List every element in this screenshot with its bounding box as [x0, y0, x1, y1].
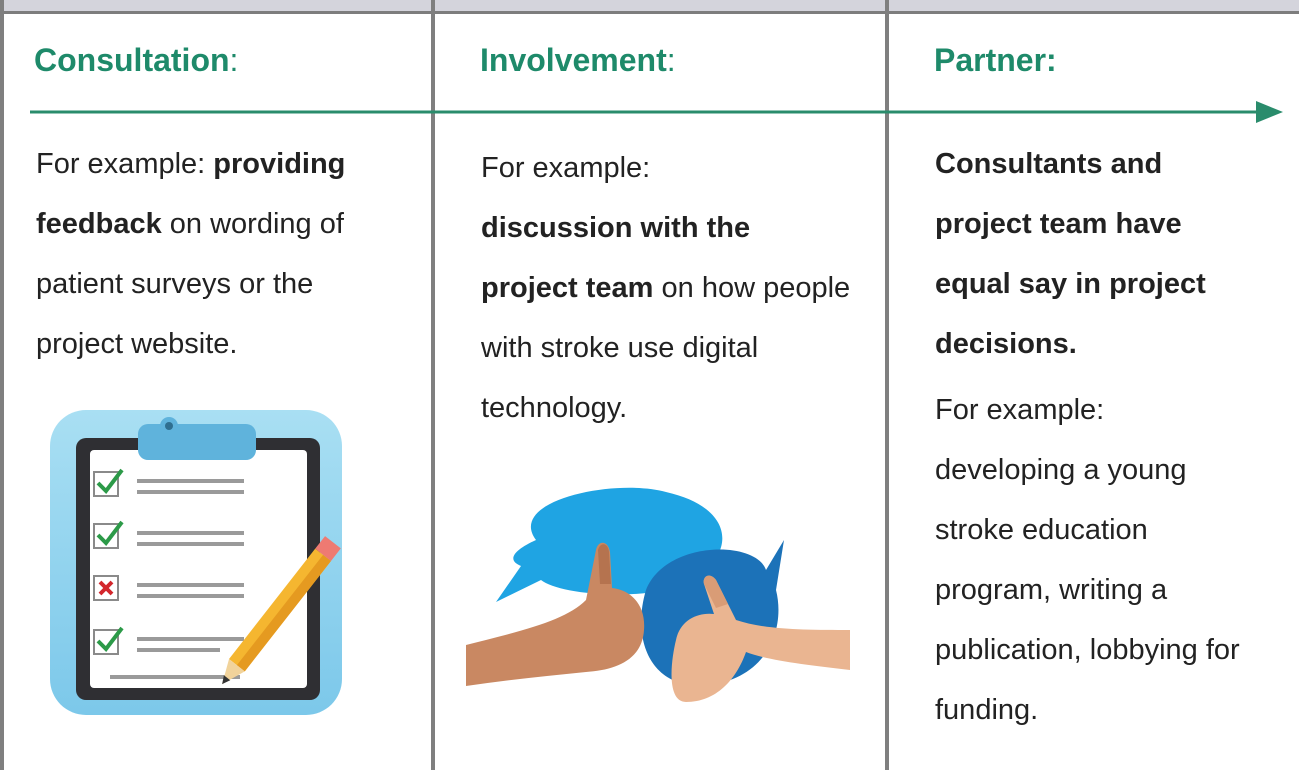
left-border — [0, 0, 4, 770]
involvement-description: For example: discussion with the project… — [481, 152, 851, 424]
partner-description: Consultants and project team have equal … — [935, 134, 1245, 740]
clipboard-checklist-icon — [50, 410, 342, 715]
consultation-description: For example: providing feedback on wordi… — [36, 148, 346, 360]
top-border — [0, 0, 1299, 14]
progression-arrow — [30, 101, 1283, 123]
partner-example-label: For example: — [935, 394, 1105, 426]
column-divider-1 — [431, 0, 435, 770]
column-divider-2 — [885, 0, 889, 770]
heading-involvement: Involvement: — [480, 42, 676, 78]
thumbs-up-speech-bubbles-icon — [466, 487, 850, 702]
partner-intro: Consultants and project team have equal … — [935, 148, 1206, 360]
partner-example-text: developing a young stroke education prog… — [935, 454, 1240, 726]
heading-partner: Partner: — [934, 42, 1057, 78]
heading-consultation: Consultation: — [34, 42, 239, 78]
